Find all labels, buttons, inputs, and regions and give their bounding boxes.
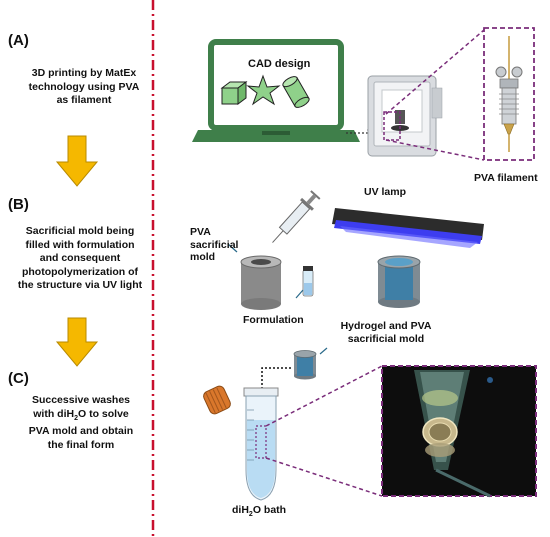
uv-lamp-icon [332, 208, 484, 248]
step-a-label: (A) [8, 32, 29, 49]
formulation-vial-icon [302, 266, 314, 297]
uv-lamp-label: UV lamp [364, 186, 407, 198]
hydrogel-photo-image [381, 365, 537, 498]
sacrificial-mold-icon [240, 255, 282, 310]
hydrogel-mold-icon [377, 255, 421, 308]
pva-sacrificial-mold-label: PVA sacrificial mold [190, 226, 239, 263]
formulation-label: Formulation [243, 314, 304, 326]
syringe-icon [272, 190, 321, 243]
step-a-description: 3D printing by MatEx technology using PV… [28, 67, 140, 106]
cylinder-icon [282, 76, 310, 108]
3d-printer-icon [367, 75, 443, 157]
hydrogel-mold-label: Hydrogel and PVA sacrificial mold [340, 320, 432, 345]
dih2o-bath-label: diH2O bath [232, 504, 287, 519]
step-b-label: (B) [8, 196, 29, 213]
cube-icon [220, 81, 248, 105]
step-c-description: Successive washes with diH2O to solve PV… [28, 394, 134, 451]
falcon-tube-icon [243, 387, 279, 501]
laptop-icon [192, 39, 360, 142]
extruder-icon [495, 36, 523, 152]
step-b-description: Sacrificial mold being filled with formu… [17, 225, 143, 291]
cad-design-label: CAD design [248, 58, 311, 70]
step-c-label: (C) [8, 370, 29, 387]
star-icon [246, 74, 281, 106]
tube-cap-icon [203, 385, 231, 415]
small-hydrogel-mold-icon [293, 350, 317, 380]
pva-filament-label: PVA filament [474, 172, 538, 184]
